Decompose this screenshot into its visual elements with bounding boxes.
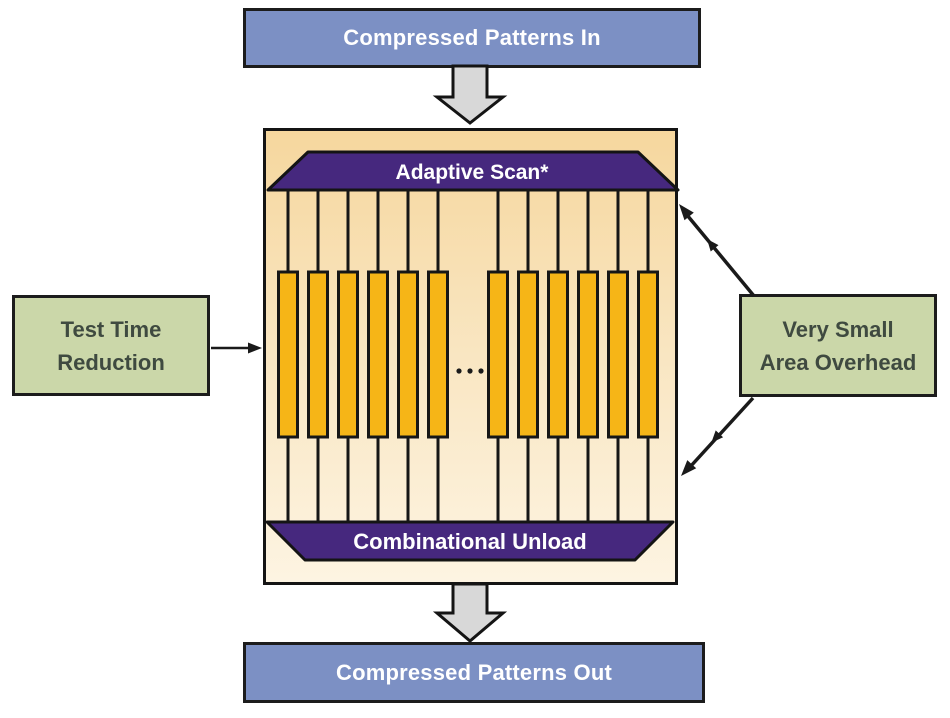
test-time-reduction-callout: Test Time Reduction [12,295,210,396]
flow-down-arrow-bottom-icon [432,582,508,643]
compressed-patterns-in-label: Compressed Patterns In [343,25,601,50]
test-time-reduction-line2: Reduction [57,349,165,375]
compressed-patterns-out-box: Compressed Patterns Out [243,642,705,703]
test-time-arrow-icon [211,342,262,354]
area-overhead-line2: Area Overhead [759,349,917,375]
area-overhead-arrow-bottom-icon [681,396,755,476]
compressed-patterns-out-label: Compressed Patterns Out [335,659,612,685]
compressed-patterns-in-box: Compressed Patterns In [243,8,701,68]
compression-core-box [263,128,678,585]
area-overhead-line1: Very Small [782,316,894,342]
area-overhead-arrow-top-icon [679,204,756,298]
test-time-reduction-line1: Test Time [60,316,162,342]
area-overhead-callout: Very Small Area Overhead [739,294,937,397]
flow-down-arrow-top-icon [432,64,508,125]
